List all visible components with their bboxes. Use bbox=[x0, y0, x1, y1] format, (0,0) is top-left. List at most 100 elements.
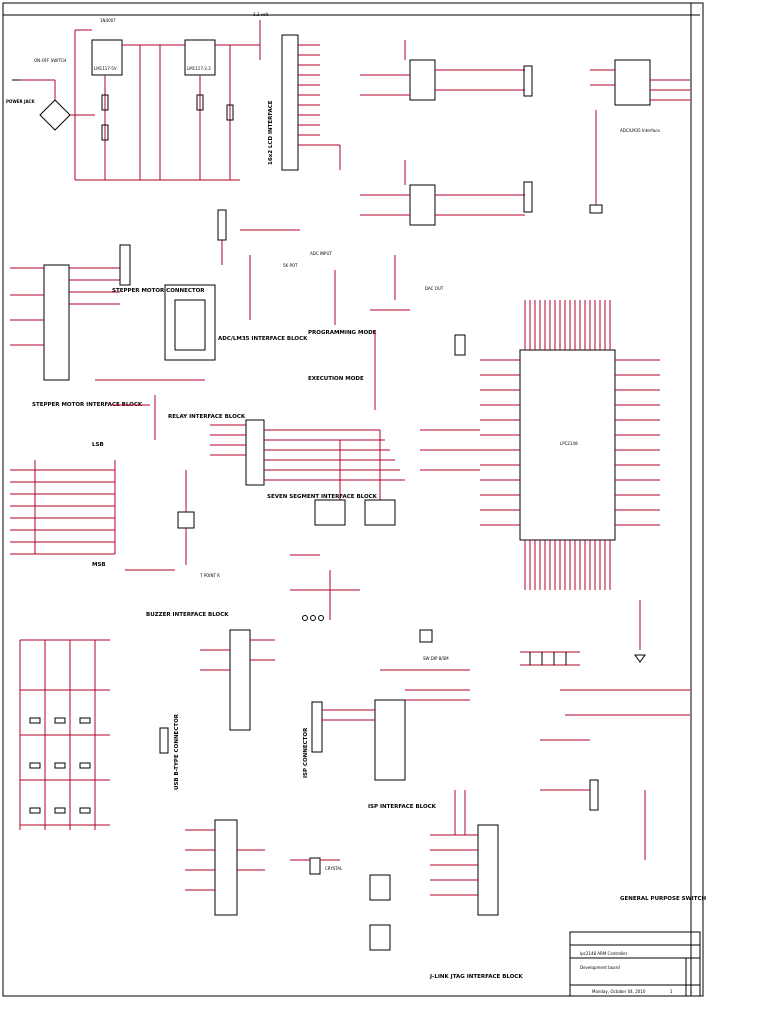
title-block: lpc2148 ARM Controller Development board… bbox=[569, 931, 701, 997]
bridge-rectifier bbox=[39, 99, 71, 131]
mcu-block: LPC2148 bbox=[420, 300, 660, 590]
lcd-interface-title: 16x2 LCD INTERFACE bbox=[268, 100, 274, 165]
power-jack-label: POWER JACK bbox=[6, 99, 35, 104]
on-off-switch-label: ON-OFF SWITCH bbox=[34, 58, 66, 63]
relay-block-title: RELAY INTERFACE BLOCK bbox=[168, 414, 246, 420]
regulator-5v-label: LM1117-5V bbox=[94, 66, 117, 71]
can-transceivers bbox=[360, 40, 533, 226]
programming-mode-title: PROGRAMMING MODE bbox=[308, 330, 377, 336]
title-block-title: lpc2148 ARM Controller bbox=[580, 951, 628, 956]
adc-pot-label: 5K POT bbox=[283, 263, 298, 268]
key-switch bbox=[54, 807, 66, 814]
regulator-5v bbox=[91, 39, 123, 76]
crystal bbox=[309, 857, 321, 875]
lcd-connector bbox=[281, 34, 299, 171]
sheet-border bbox=[2, 2, 704, 997]
ic-u4 bbox=[409, 184, 436, 226]
seven-seg-digit-1 bbox=[314, 499, 346, 526]
connector-j4 bbox=[454, 334, 466, 356]
title-block-frame bbox=[569, 931, 701, 997]
crystal-block: CRYSTAL bbox=[290, 857, 343, 875]
stepper-motor-block: STEPPER MOTOR CONNECTOR STEPPER MOTOR IN… bbox=[10, 244, 205, 408]
buzzer bbox=[177, 511, 195, 529]
ic-u5 bbox=[214, 819, 238, 916]
usb-connector bbox=[159, 727, 169, 754]
db9-connector bbox=[311, 701, 323, 753]
relay-outline bbox=[164, 284, 216, 361]
ic-u3 bbox=[409, 59, 436, 101]
key-switch bbox=[29, 807, 41, 814]
jtag-traces bbox=[430, 790, 478, 896]
dac-out-label: DAC OUT bbox=[425, 286, 444, 291]
title-block-subtitle: Development board bbox=[580, 965, 620, 970]
dip-switch bbox=[419, 629, 433, 643]
lm35-sensor bbox=[589, 204, 603, 214]
gp-switch-title: GENERAL PURPOSE SWITCH bbox=[620, 896, 706, 902]
jumper-pin bbox=[318, 615, 324, 621]
switch-block bbox=[589, 779, 599, 811]
ic-74hc bbox=[245, 419, 265, 486]
lcd-interface-block: 16x2 LCD INTERFACE bbox=[268, 34, 341, 171]
key-switch bbox=[29, 762, 41, 769]
resistor bbox=[101, 94, 109, 111]
mcu-left-pins bbox=[480, 359, 520, 526]
relay-block: RELAY INTERFACE BLOCK bbox=[95, 284, 246, 440]
seven-seg-digit-2 bbox=[364, 499, 396, 526]
usb-traces bbox=[200, 639, 275, 671]
buzzer-block-title: BUZZER INTERFACE BLOCK bbox=[146, 612, 229, 618]
power-supply-block: ON-OFF SWITCH POWER JACK LM1117-5V LM111… bbox=[6, 12, 269, 181]
resistor bbox=[196, 94, 204, 111]
adc-lm35-right-title: ADC/LM35 Interface bbox=[620, 128, 660, 133]
jumper-pin bbox=[302, 615, 308, 621]
regulator-3v3-label: LM1117-3.3 bbox=[187, 66, 211, 71]
ic-u7 bbox=[229, 629, 251, 731]
lm35 bbox=[217, 209, 227, 241]
seven-segment-block: SEVEN SEGMENT INTERFACE BLOCK bbox=[210, 419, 405, 621]
ic-max232 bbox=[374, 699, 406, 781]
relay bbox=[174, 299, 206, 351]
msb-label: MSB bbox=[92, 562, 106, 568]
key-switch bbox=[29, 717, 41, 724]
adc-input-label: ADC INPUT bbox=[310, 251, 332, 256]
rs232-traces bbox=[185, 829, 265, 891]
seven-segment-title: SEVEN SEGMENT INTERFACE BLOCK bbox=[267, 494, 378, 500]
rs232-block bbox=[185, 819, 265, 916]
isp-connector-title: ISP CONNECTOR bbox=[303, 727, 309, 778]
mcu-label: LPC2148 bbox=[560, 441, 578, 446]
mode-block: PROGRAMMING MODE EXECUTION MODE DAC OUT bbox=[308, 255, 444, 410]
keypad-matrix bbox=[19, 639, 110, 830]
keypad-traces bbox=[19, 639, 110, 830]
isp-block: ISP CONNECTOR SW DIP 8/SM ISP INTERFACE … bbox=[303, 629, 470, 810]
ic-u8 bbox=[614, 59, 651, 106]
key-switch bbox=[79, 717, 91, 724]
ic-jtag-buffer-1 bbox=[369, 874, 391, 901]
resistor bbox=[226, 104, 234, 121]
led-indicator bbox=[634, 654, 646, 663]
execution-mode-title: EXECUTION MODE bbox=[308, 376, 364, 382]
adc-lm35-right-block: ADC/LM35 Interface bbox=[589, 59, 690, 214]
title-block-sheet: 1 bbox=[670, 989, 673, 994]
jtag-block-title: J-LINK JTAG INTERFACE BLOCK bbox=[429, 974, 523, 980]
t-point-label: T POINT R bbox=[199, 573, 220, 578]
stepper-connector bbox=[119, 244, 131, 286]
stepper-connector-title: STEPPER MOTOR CONNECTOR bbox=[112, 288, 205, 294]
mcu-right-pins bbox=[615, 359, 660, 526]
key-switch bbox=[54, 762, 66, 769]
supply-3v3-label: 3.3 volt bbox=[253, 12, 269, 17]
isp-block-title: ISP INTERFACE BLOCK bbox=[368, 804, 437, 810]
adc-lm35-title: ADC/LM35 INTERFACE BLOCK bbox=[218, 336, 308, 342]
mcu-bottom-pins bbox=[524, 540, 611, 590]
dip-switch-label: SW DIP 8/SM bbox=[423, 656, 449, 661]
resistor bbox=[101, 124, 109, 141]
key-switch bbox=[79, 807, 91, 814]
usb-connector-title: USB B-TYPE CONNECTOR bbox=[174, 713, 180, 790]
title-block-date: Monday, October 04, 2010 bbox=[592, 989, 646, 994]
jtag-block: J-LINK JTAG INTERFACE BLOCK bbox=[369, 790, 523, 980]
stepper-block-title: STEPPER MOTOR INTERFACE BLOCK bbox=[32, 402, 143, 408]
lsb-label: LSB bbox=[92, 442, 104, 448]
connector-can2 bbox=[523, 181, 533, 213]
jtag-header bbox=[477, 824, 499, 916]
crystal-label: CRYSTAL bbox=[325, 866, 343, 871]
